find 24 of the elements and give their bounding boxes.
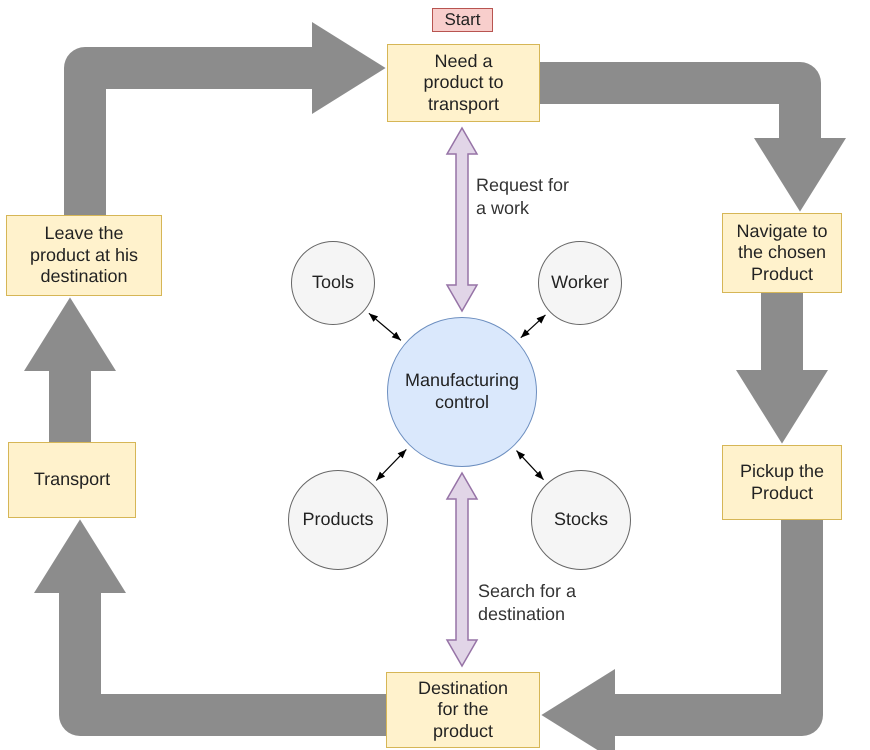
process-box: Pickup the Product [722,445,842,520]
connector-arrow [368,312,402,341]
flow-arrow [541,520,823,750]
process-box: Transport [8,442,136,518]
process-box: Need a product to transport [387,44,540,122]
process-box: Leave the product at his destination [6,215,162,296]
flow-arrow [540,62,846,212]
flow-arrow [34,519,386,736]
resource-circle: Tools [291,241,375,325]
control-circle: Manufacturing control [387,317,537,467]
double-arrow [446,472,478,668]
connector-arrow [520,314,546,338]
flow-arrow [736,293,828,444]
resource-circle: Stocks [531,470,631,570]
flow-arrow [24,297,116,442]
double-arrow [446,126,478,312]
start-label-box: Start [432,8,493,32]
resource-circle: Worker [538,241,622,325]
process-box: Navigate to the chosen Product [722,213,842,293]
process-box: Destination for the product [386,672,540,748]
resource-circle: Products [288,470,388,570]
flow-arrow [64,22,386,215]
connector-arrow [516,450,544,480]
connector-arrow [376,449,407,481]
